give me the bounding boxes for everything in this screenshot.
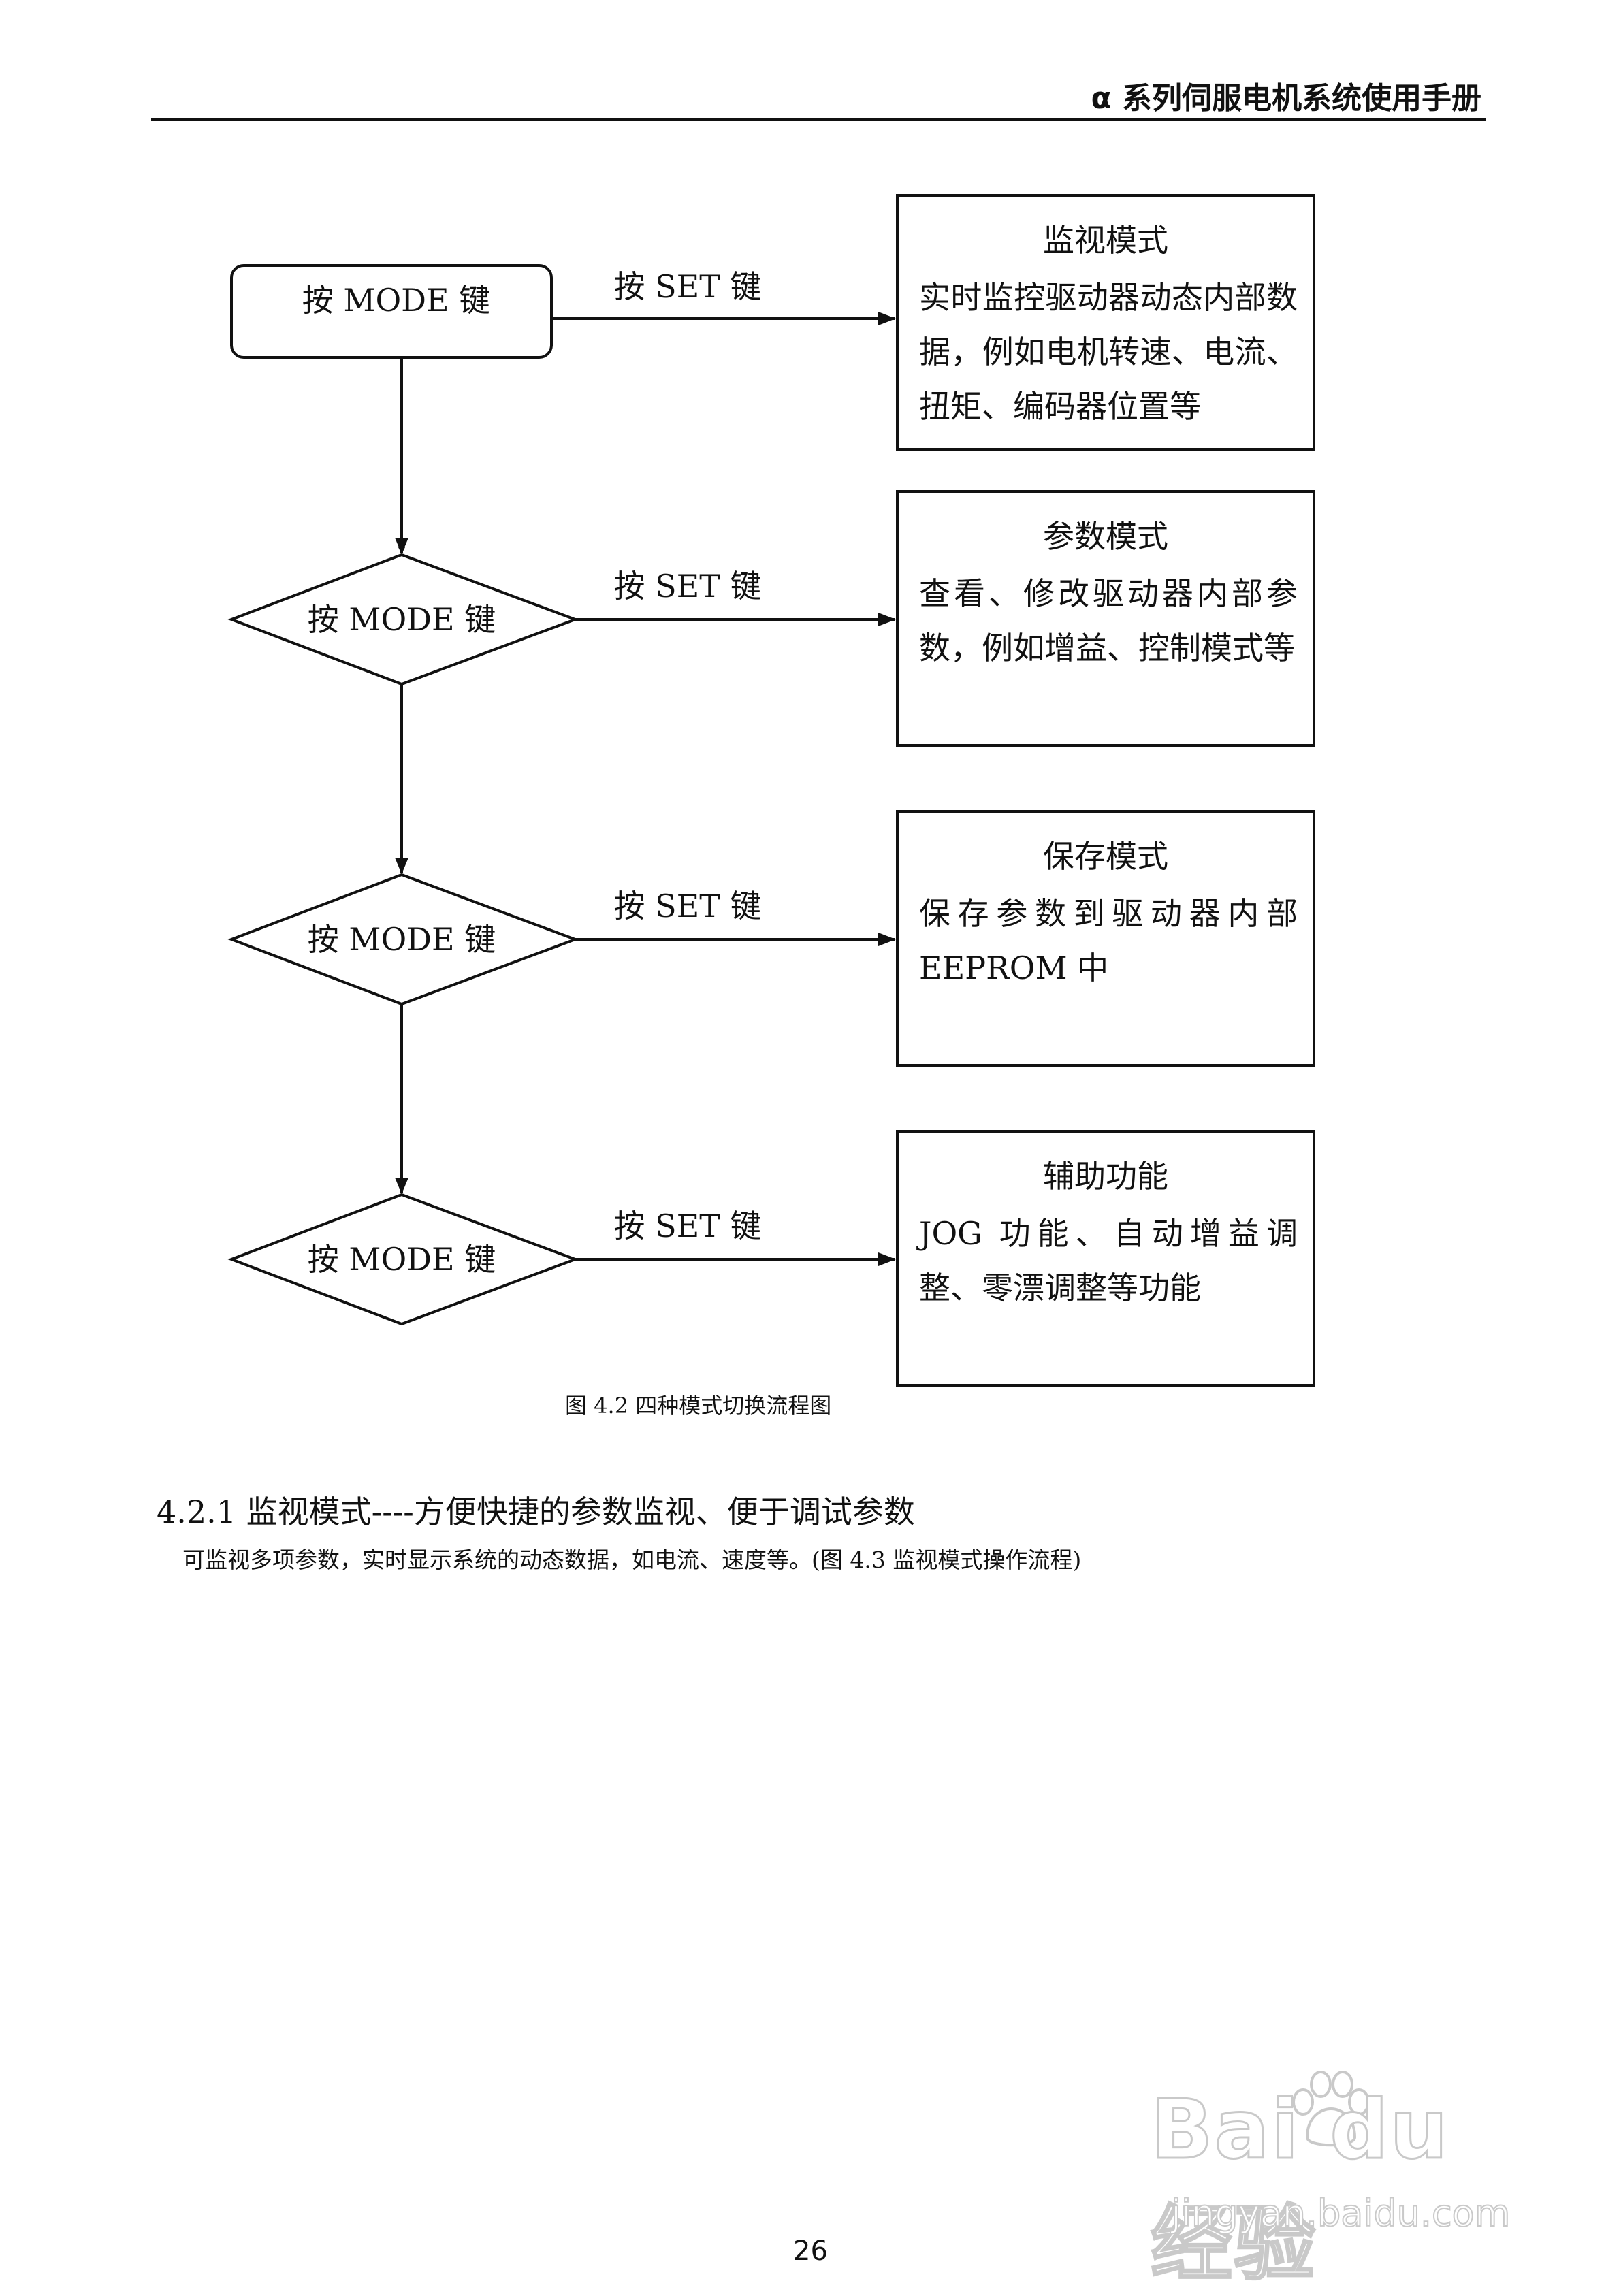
arrowhead-set-4	[878, 1252, 896, 1266]
decision-node-label-2: 按 MODE 键	[308, 921, 496, 958]
mode-box-monitor: 监视模式 实时监控驱动器动态内部数据，例如电机转速、电流、扭矩、编码器位置等	[896, 194, 1315, 451]
edge-label-set-1: 按 SET 键	[613, 268, 761, 305]
arrowhead-set-2	[878, 613, 896, 626]
arrowhead-down-3	[395, 1178, 408, 1194]
edge-label-set-2: 按 SET 键	[613, 568, 761, 604]
paw-logo-icon	[1292, 2071, 1370, 2147]
page-header-title: α 系列伺服电机系统使用手册	[1091, 81, 1481, 116]
mode-box-parameter: 参数模式 查看、修改驱动器内部参数，例如增益、控制模式等	[896, 490, 1315, 747]
header-rule	[151, 118, 1486, 121]
arrowhead-down-1	[395, 538, 408, 554]
watermark-brand: Bai du 经验	[1150, 2082, 1449, 2293]
figure-caption: 图 4.2 四种模式切换流程图	[565, 1393, 832, 1419]
edge-label-set-4: 按 SET 键	[613, 1208, 761, 1244]
mode-box-save: 保存模式 保存参数到驱动器内部 EEPROM 中	[896, 810, 1315, 1067]
start-node-label: 按 MODE 键	[302, 282, 491, 319]
section-heading: 4.2.1 监视模式----方便快捷的参数监视、便于调试参数	[157, 1493, 915, 1530]
decision-node-label-3: 按 MODE 键	[308, 1241, 496, 1278]
decision-node-label-1: 按 MODE 键	[308, 601, 496, 638]
page-number: 26	[793, 2235, 828, 2267]
mode-title-auxiliary: 辅助功能	[1043, 1158, 1168, 1195]
mode-desc-save: 保存参数到驱动器内部 EEPROM 中	[919, 895, 1298, 986]
mode-desc-parameter: 查看、修改驱动器内部参数，例如增益、控制模式等	[919, 575, 1298, 666]
mode-desc-auxiliary: JOG 功能、自动增益调整、零漂调整等功能	[919, 1215, 1298, 1306]
arrowhead-down-2	[395, 858, 408, 874]
mode-title-save: 保存模式	[1043, 838, 1168, 875]
edge-label-set-3: 按 SET 键	[613, 888, 761, 924]
mode-title-monitor: 监视模式	[1043, 222, 1168, 259]
mode-box-auxiliary: 辅助功能 JOG 功能、自动增益调整、零漂调整等功能	[896, 1130, 1315, 1387]
section-body: 可监视多项参数，实时显示系统的动态数据，如电流、速度等。(图 4.3 监视模式操…	[182, 1547, 1082, 1573]
watermark-url: jingyan.baidu.com	[1170, 2191, 1511, 2235]
arrowhead-set-1	[878, 312, 896, 325]
arrowhead-set-3	[878, 933, 896, 946]
start-node	[230, 264, 553, 359]
baidu-jingyan-watermark: Bai du 经验 jingyan.baidu.com	[1150, 2071, 1532, 2293]
mode-desc-monitor: 实时监控驱动器动态内部数据，例如电机转速、电流、扭矩、编码器位置等	[919, 279, 1298, 425]
mode-title-parameter: 参数模式	[1043, 518, 1168, 555]
